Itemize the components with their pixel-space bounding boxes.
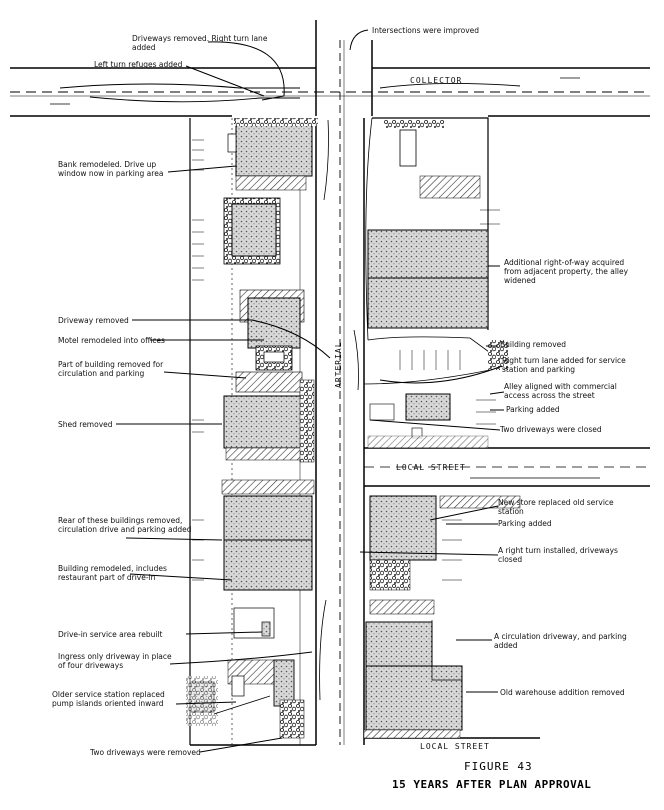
street-name-local-top: LOCAL STREET (396, 463, 466, 472)
label-shed-removed: Shed removed (58, 420, 113, 429)
label-parking-added-1: Parking added (506, 405, 560, 414)
leader-lines (116, 29, 505, 753)
label-right-turn-lane-service: Right turn lane added for service statio… (502, 356, 626, 374)
label-right-turn-installed: A right turn installed, driveways closed (498, 546, 618, 564)
label-alley-aligned: Alley aligned with commercial access acr… (504, 382, 617, 400)
west-parcels (186, 118, 318, 745)
label-two-driveways-closed: Two driveways were closed (500, 425, 602, 434)
label-building-remodeled: Building remodeled, includes restaurant … (58, 564, 167, 582)
label-intersections-improved: Intersections were improved (372, 26, 480, 35)
label-circulation-driveway: A circulation driveway, and parking adde… (494, 632, 627, 650)
street-name-collector: COLLECTOR (410, 76, 463, 85)
label-older-service-station: Older service station replaced pump isla… (52, 690, 165, 708)
label-driveways-removed-right-turn: Driveways removed. Right turn lane added (132, 34, 268, 52)
label-old-warehouse: Old warehouse addition removed (500, 688, 625, 697)
label-driveway-removed: Driveway removed (58, 316, 129, 325)
label-part-building-removed: Part of building removed for circulation… (58, 360, 164, 378)
label-additional-right-of-way: Additional right-of-way acquired from ad… (504, 258, 629, 285)
label-new-store: New store replaced old service station (498, 498, 614, 516)
street-name-arterial: ARTERIAL (334, 341, 343, 388)
label-parking-added-2: Parking added (498, 519, 552, 528)
label-building-removed: Building removed (500, 340, 567, 349)
street-name-local-bottom: LOCAL STREET (420, 742, 490, 751)
figure-number: FIGURE 43 (464, 760, 533, 773)
label-motel-remodeled: Motel remodeled into offices (58, 336, 165, 345)
east-parcels (363, 117, 521, 739)
label-two-driveways-removed: Two driveways were removed (90, 748, 201, 757)
collector-road (10, 67, 650, 117)
arterial-road (315, 20, 373, 745)
label-left-turn-refuges: Left turn refuges added (94, 60, 183, 69)
label-ingress-only: Ingress only driveway in place of four d… (58, 652, 172, 670)
figure-caption: 15 YEARS AFTER PLAN APPROVAL (392, 778, 592, 791)
label-drive-in-rebuilt: Drive-in service area rebuilt (58, 630, 163, 639)
label-rear-buildings-removed: Rear of these buildings removed, circula… (58, 516, 192, 534)
label-bank-remodeled: Bank remodeled. Drive up window now in p… (58, 160, 164, 178)
